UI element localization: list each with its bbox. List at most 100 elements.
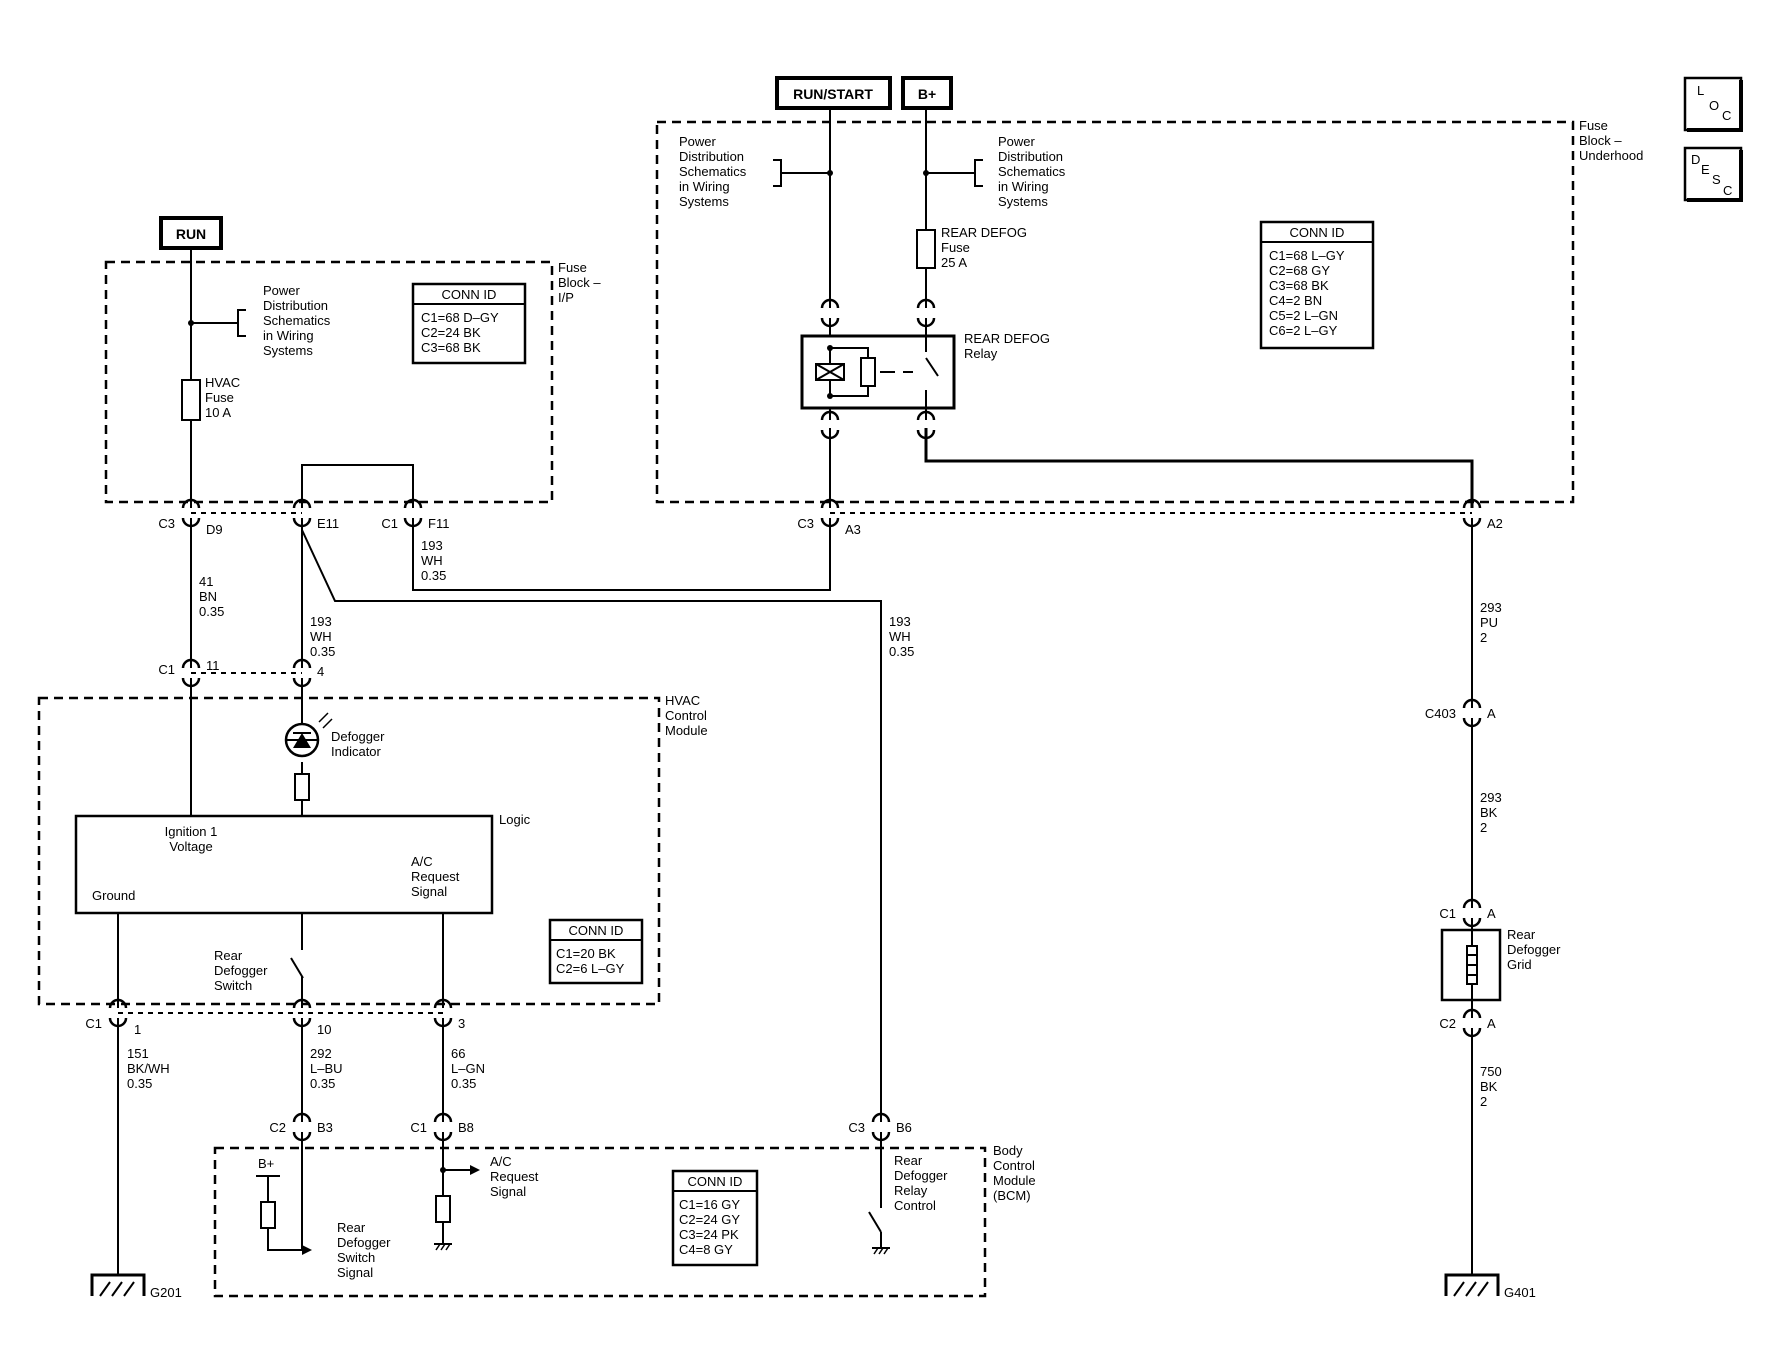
svg-text:BK: BK <box>1480 1079 1498 1094</box>
ground-g401: G401 <box>1444 1273 1536 1300</box>
svg-text:Voltage: Voltage <box>169 839 212 854</box>
svg-text:BK: BK <box>1480 805 1498 820</box>
svg-text:Body: Body <box>993 1143 1023 1158</box>
svg-text:C2=68 GY: C2=68 GY <box>1269 263 1330 278</box>
wiring <box>117 108 1474 1275</box>
svg-text:C2=24 GY: C2=24 GY <box>679 1212 740 1227</box>
svg-text:PU: PU <box>1480 615 1498 630</box>
svg-text:Defogger: Defogger <box>894 1168 948 1183</box>
desc-letter-s: S <box>1712 172 1721 187</box>
logic-label: Logic <box>499 812 531 827</box>
svg-text:Defogger: Defogger <box>214 963 268 978</box>
pds-ref-right[interactable]: Power Distribution Schematics in Wiring … <box>923 134 1066 209</box>
svg-text:Distribution: Distribution <box>679 149 744 164</box>
svg-text:Fuse: Fuse <box>1579 118 1608 133</box>
svg-text:A2: A2 <box>1487 516 1503 531</box>
svg-text:Control: Control <box>665 708 707 723</box>
svg-text:Relay: Relay <box>964 346 998 361</box>
hvac-control-module-label: HVAC Control Module <box>665 693 708 738</box>
fuse-block-ip-label: Fuse Block – I/P <box>558 260 601 305</box>
svg-text:41: 41 <box>199 574 213 589</box>
svg-text:Rear: Rear <box>894 1153 923 1168</box>
svg-text:Signal: Signal <box>411 884 447 899</box>
svg-text:Power: Power <box>998 134 1036 149</box>
svg-text:C1=16 GY: C1=16 GY <box>679 1197 740 1212</box>
svg-text:C4=2 BN: C4=2 BN <box>1269 293 1322 308</box>
svg-text:0.35: 0.35 <box>451 1076 476 1091</box>
svg-text:G401: G401 <box>1504 1285 1536 1300</box>
pds-ref-mid[interactable]: Power Distribution Schematics in Wiring … <box>679 134 833 209</box>
bcm-box <box>213 1146 987 1298</box>
svg-text:C2=24 BK: C2=24 BK <box>421 325 481 340</box>
svg-text:Indicator: Indicator <box>331 744 382 759</box>
svg-text:Distribution: Distribution <box>263 298 328 313</box>
svg-text:Module: Module <box>993 1173 1036 1188</box>
desc-letter-c: C <box>1723 183 1732 198</box>
svg-text:Rear: Rear <box>337 1220 366 1235</box>
fuse-block-underhood-label: Fuse Block – Underhood <box>1579 118 1643 163</box>
svg-text:CONN ID: CONN ID <box>442 287 497 302</box>
svg-text:CONN ID: CONN ID <box>1290 225 1345 240</box>
svg-text:193: 193 <box>421 538 443 553</box>
svg-text:C2: C2 <box>1439 1016 1456 1031</box>
svg-text:C3: C3 <box>158 516 175 531</box>
pds-ref-left[interactable]: Power Distribution Schematics in Wiring … <box>188 283 331 358</box>
svg-text:Defogger: Defogger <box>337 1235 391 1250</box>
bplus-source-tab: B+ <box>901 76 953 110</box>
svg-text:C403: C403 <box>1425 706 1456 721</box>
svg-text:C5=2 L–GN: C5=2 L–GN <box>1269 308 1338 323</box>
svg-text:Defogger: Defogger <box>331 729 385 744</box>
hvac-fuse: HVAC Fuse 10 A <box>181 375 240 421</box>
svg-text:C1: C1 <box>1439 906 1456 921</box>
svg-text:L–GN: L–GN <box>451 1061 485 1076</box>
svg-text:Schematics: Schematics <box>679 164 747 179</box>
svg-text:A: A <box>1487 1016 1496 1031</box>
svg-text:10 A: 10 A <box>205 405 231 420</box>
svg-text:0.35: 0.35 <box>889 644 914 659</box>
svg-text:0.35: 0.35 <box>127 1076 152 1091</box>
svg-text:Grid: Grid <box>1507 957 1532 972</box>
ground-label: Ground <box>92 888 135 903</box>
svg-text:B3: B3 <box>317 1120 333 1135</box>
fuse-block-ip-box <box>104 260 554 504</box>
svg-text:HVAC: HVAC <box>205 375 240 390</box>
svg-text:CONN ID: CONN ID <box>688 1174 743 1189</box>
desc-letter-e: E <box>1701 162 1710 177</box>
svg-text:292: 292 <box>310 1046 332 1061</box>
svg-text:C1=68 L–GY: C1=68 L–GY <box>1269 248 1345 263</box>
rear-defog-relay: REAR DEFOG Relay <box>800 318 1050 420</box>
run-source-label: RUN <box>176 226 206 242</box>
ground-g201: G201 <box>90 1273 182 1300</box>
desc-nav-icon[interactable]: D E S C <box>1683 146 1743 202</box>
svg-text:BK/WH: BK/WH <box>127 1061 170 1076</box>
svg-text:Rear: Rear <box>1507 927 1536 942</box>
svg-text:C1=68 D–GY: C1=68 D–GY <box>421 310 499 325</box>
svg-text:F11: F11 <box>428 516 449 531</box>
svg-text:0.35: 0.35 <box>421 568 446 583</box>
svg-text:REAR DEFOG: REAR DEFOG <box>941 225 1027 240</box>
svg-text:A: A <box>1487 906 1496 921</box>
svg-text:A/C: A/C <box>411 854 433 869</box>
svg-text:193: 193 <box>889 614 911 629</box>
svg-text:25 A: 25 A <box>941 255 967 270</box>
loc-letter-o: O <box>1709 98 1719 113</box>
svg-text:Distribution: Distribution <box>998 149 1063 164</box>
svg-text:Signal: Signal <box>337 1265 373 1280</box>
svg-text:Schematics: Schematics <box>998 164 1066 179</box>
svg-text:in Wiring: in Wiring <box>998 179 1049 194</box>
svg-text:151: 151 <box>127 1046 149 1061</box>
svg-text:2: 2 <box>1480 630 1487 645</box>
svg-text:Schematics: Schematics <box>263 313 331 328</box>
svg-text:Module: Module <box>665 723 708 738</box>
svg-text:Fuse: Fuse <box>205 390 234 405</box>
svg-text:B+: B+ <box>258 1156 274 1171</box>
svg-text:C2=6 L–GY: C2=6 L–GY <box>556 961 625 976</box>
svg-text:1: 1 <box>134 1022 141 1037</box>
svg-text:Request: Request <box>490 1169 539 1184</box>
svg-text:293: 293 <box>1480 790 1502 805</box>
svg-text:in Wiring: in Wiring <box>679 179 730 194</box>
svg-text:E11: E11 <box>317 516 339 531</box>
svg-text:I/P: I/P <box>558 290 574 305</box>
svg-text:2: 2 <box>1480 820 1487 835</box>
loc-nav-icon[interactable]: L O C <box>1683 76 1743 132</box>
